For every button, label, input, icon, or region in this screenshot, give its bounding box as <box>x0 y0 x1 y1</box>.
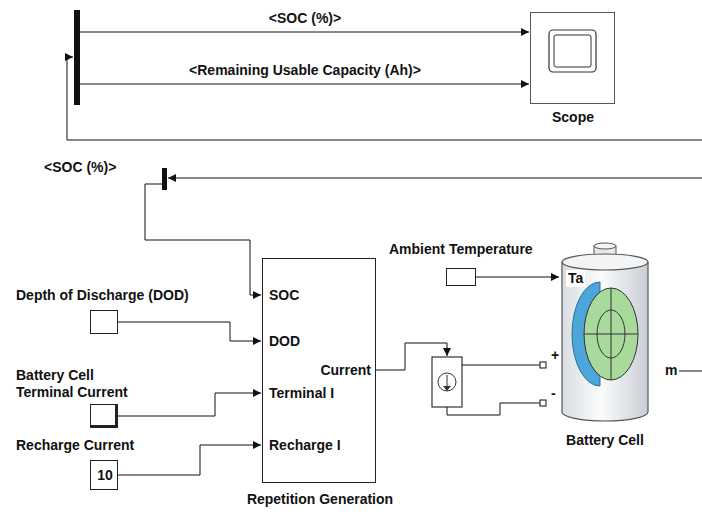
feedback-line <box>168 178 702 179</box>
wire <box>447 403 540 415</box>
feedback-line <box>67 57 702 140</box>
battery-cell: Battery Cell <box>560 240 650 425</box>
block-name: Depth of Discharge (DOD) <box>16 287 189 304</box>
current-source-symbol <box>438 373 456 391</box>
signal-connector <box>118 445 261 475</box>
signal-name: <SOC (%)> <box>267 10 343 27</box>
block-name: Scope <box>552 109 594 126</box>
port-name: Terminal I <box>269 385 334 402</box>
terminal-sign: - <box>549 385 558 402</box>
constant-block: Ambient Temperature <box>446 268 476 286</box>
wire <box>678 371 702 372</box>
bus-selector <box>74 10 80 105</box>
signal-name: <Remaining Usable Capacity (Ah)> <box>187 62 423 79</box>
current-source-symbol <box>432 357 462 407</box>
port-name: Ta <box>566 270 585 287</box>
constant-block: Recharge Current10 <box>90 460 118 490</box>
wire <box>462 365 540 366</box>
block-name: Battery Cell <box>566 432 644 449</box>
subsystem-block: SOCDODTerminal IRecharge ICurrentRepetit… <box>262 258 376 483</box>
port-name: Recharge I <box>269 437 341 454</box>
port-name: SOC <box>269 287 299 304</box>
signal-connector <box>476 277 559 278</box>
terminal <box>540 362 546 368</box>
scope-screen <box>554 35 591 67</box>
block-name: Repetition Generation <box>247 491 393 508</box>
signal-line <box>80 84 529 85</box>
scope-block: Scope <box>530 12 615 104</box>
constant-value: 10 <box>97 467 113 484</box>
battery-top <box>562 254 648 270</box>
constant-block: Depth of Discharge (DOD) <box>90 310 118 334</box>
signal-name: <SOC (%)> <box>42 159 118 176</box>
battery-body <box>562 262 648 421</box>
port-name: Current <box>320 362 371 379</box>
block-name: Ambient Temperature <box>389 241 533 258</box>
signal-line <box>80 32 529 33</box>
signal-line <box>145 184 261 295</box>
block-name: Battery Cell Terminal Current <box>16 367 151 401</box>
current-source-symbol <box>443 386 451 391</box>
port-name: m <box>663 362 679 379</box>
constant-block: Battery Cell Terminal Current <box>90 404 118 428</box>
terminal <box>540 400 546 406</box>
signal-connector <box>118 393 261 416</box>
scope-screen <box>549 30 596 72</box>
block-name: Recharge Current <box>16 437 134 454</box>
battery-emblem <box>584 334 638 335</box>
battery-cap <box>594 243 616 249</box>
battery-emblem <box>584 288 638 380</box>
signal-connector <box>118 322 261 341</box>
port-name: DOD <box>269 333 300 350</box>
terminal-sign: + <box>549 347 561 364</box>
bus-selector <box>162 168 167 190</box>
